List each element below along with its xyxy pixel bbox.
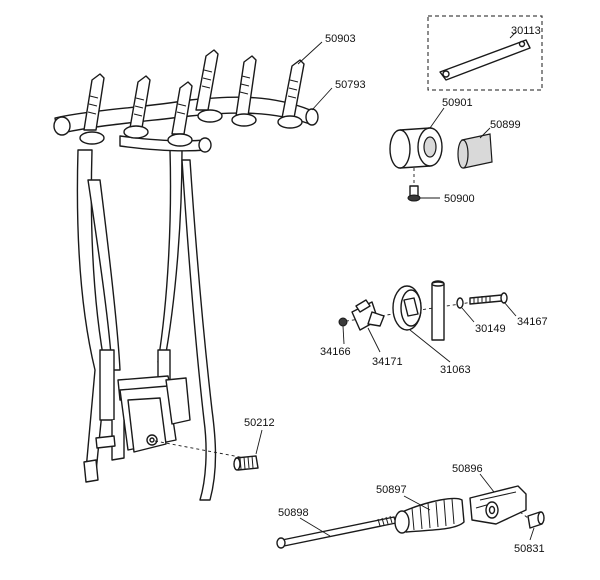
part-50212-bolt	[233, 429, 263, 471]
part-50901-knob	[389, 107, 445, 169]
label-50899: 50899	[490, 119, 521, 131]
part-30113-wrench	[427, 15, 543, 91]
part-50899-sleeve	[457, 127, 493, 169]
label-50896: 50896	[452, 463, 483, 475]
part-50897-grip	[394, 495, 465, 534]
label-34171: 34171	[372, 356, 403, 368]
label-50212: 50212	[244, 417, 275, 429]
part-50898-rod	[276, 515, 397, 549]
part-50900-screw	[407, 168, 440, 202]
part-30149-washer	[456, 297, 464, 309]
label-50897: 50897	[376, 484, 407, 496]
label-50831: 50831	[514, 543, 545, 555]
label-50898: 50898	[278, 507, 309, 519]
label-50793: 50793	[335, 79, 366, 91]
label-34167: 34167	[517, 316, 548, 328]
label-30149: 30149	[475, 323, 506, 335]
label-34166: 34166	[320, 346, 351, 358]
label-50900: 50900	[444, 193, 475, 205]
part-50896-handle-head	[469, 473, 527, 525]
bike-carrier-assembly	[53, 41, 333, 501]
part-34166-nut	[338, 317, 348, 327]
label-50901: 50901	[442, 97, 473, 109]
label-30113: 30113	[511, 25, 541, 37]
label-50903: 50903	[325, 33, 356, 45]
lock-assembly	[338, 280, 517, 363]
label-31063: 31063	[440, 364, 471, 376]
part-50831-plug	[519, 511, 545, 541]
